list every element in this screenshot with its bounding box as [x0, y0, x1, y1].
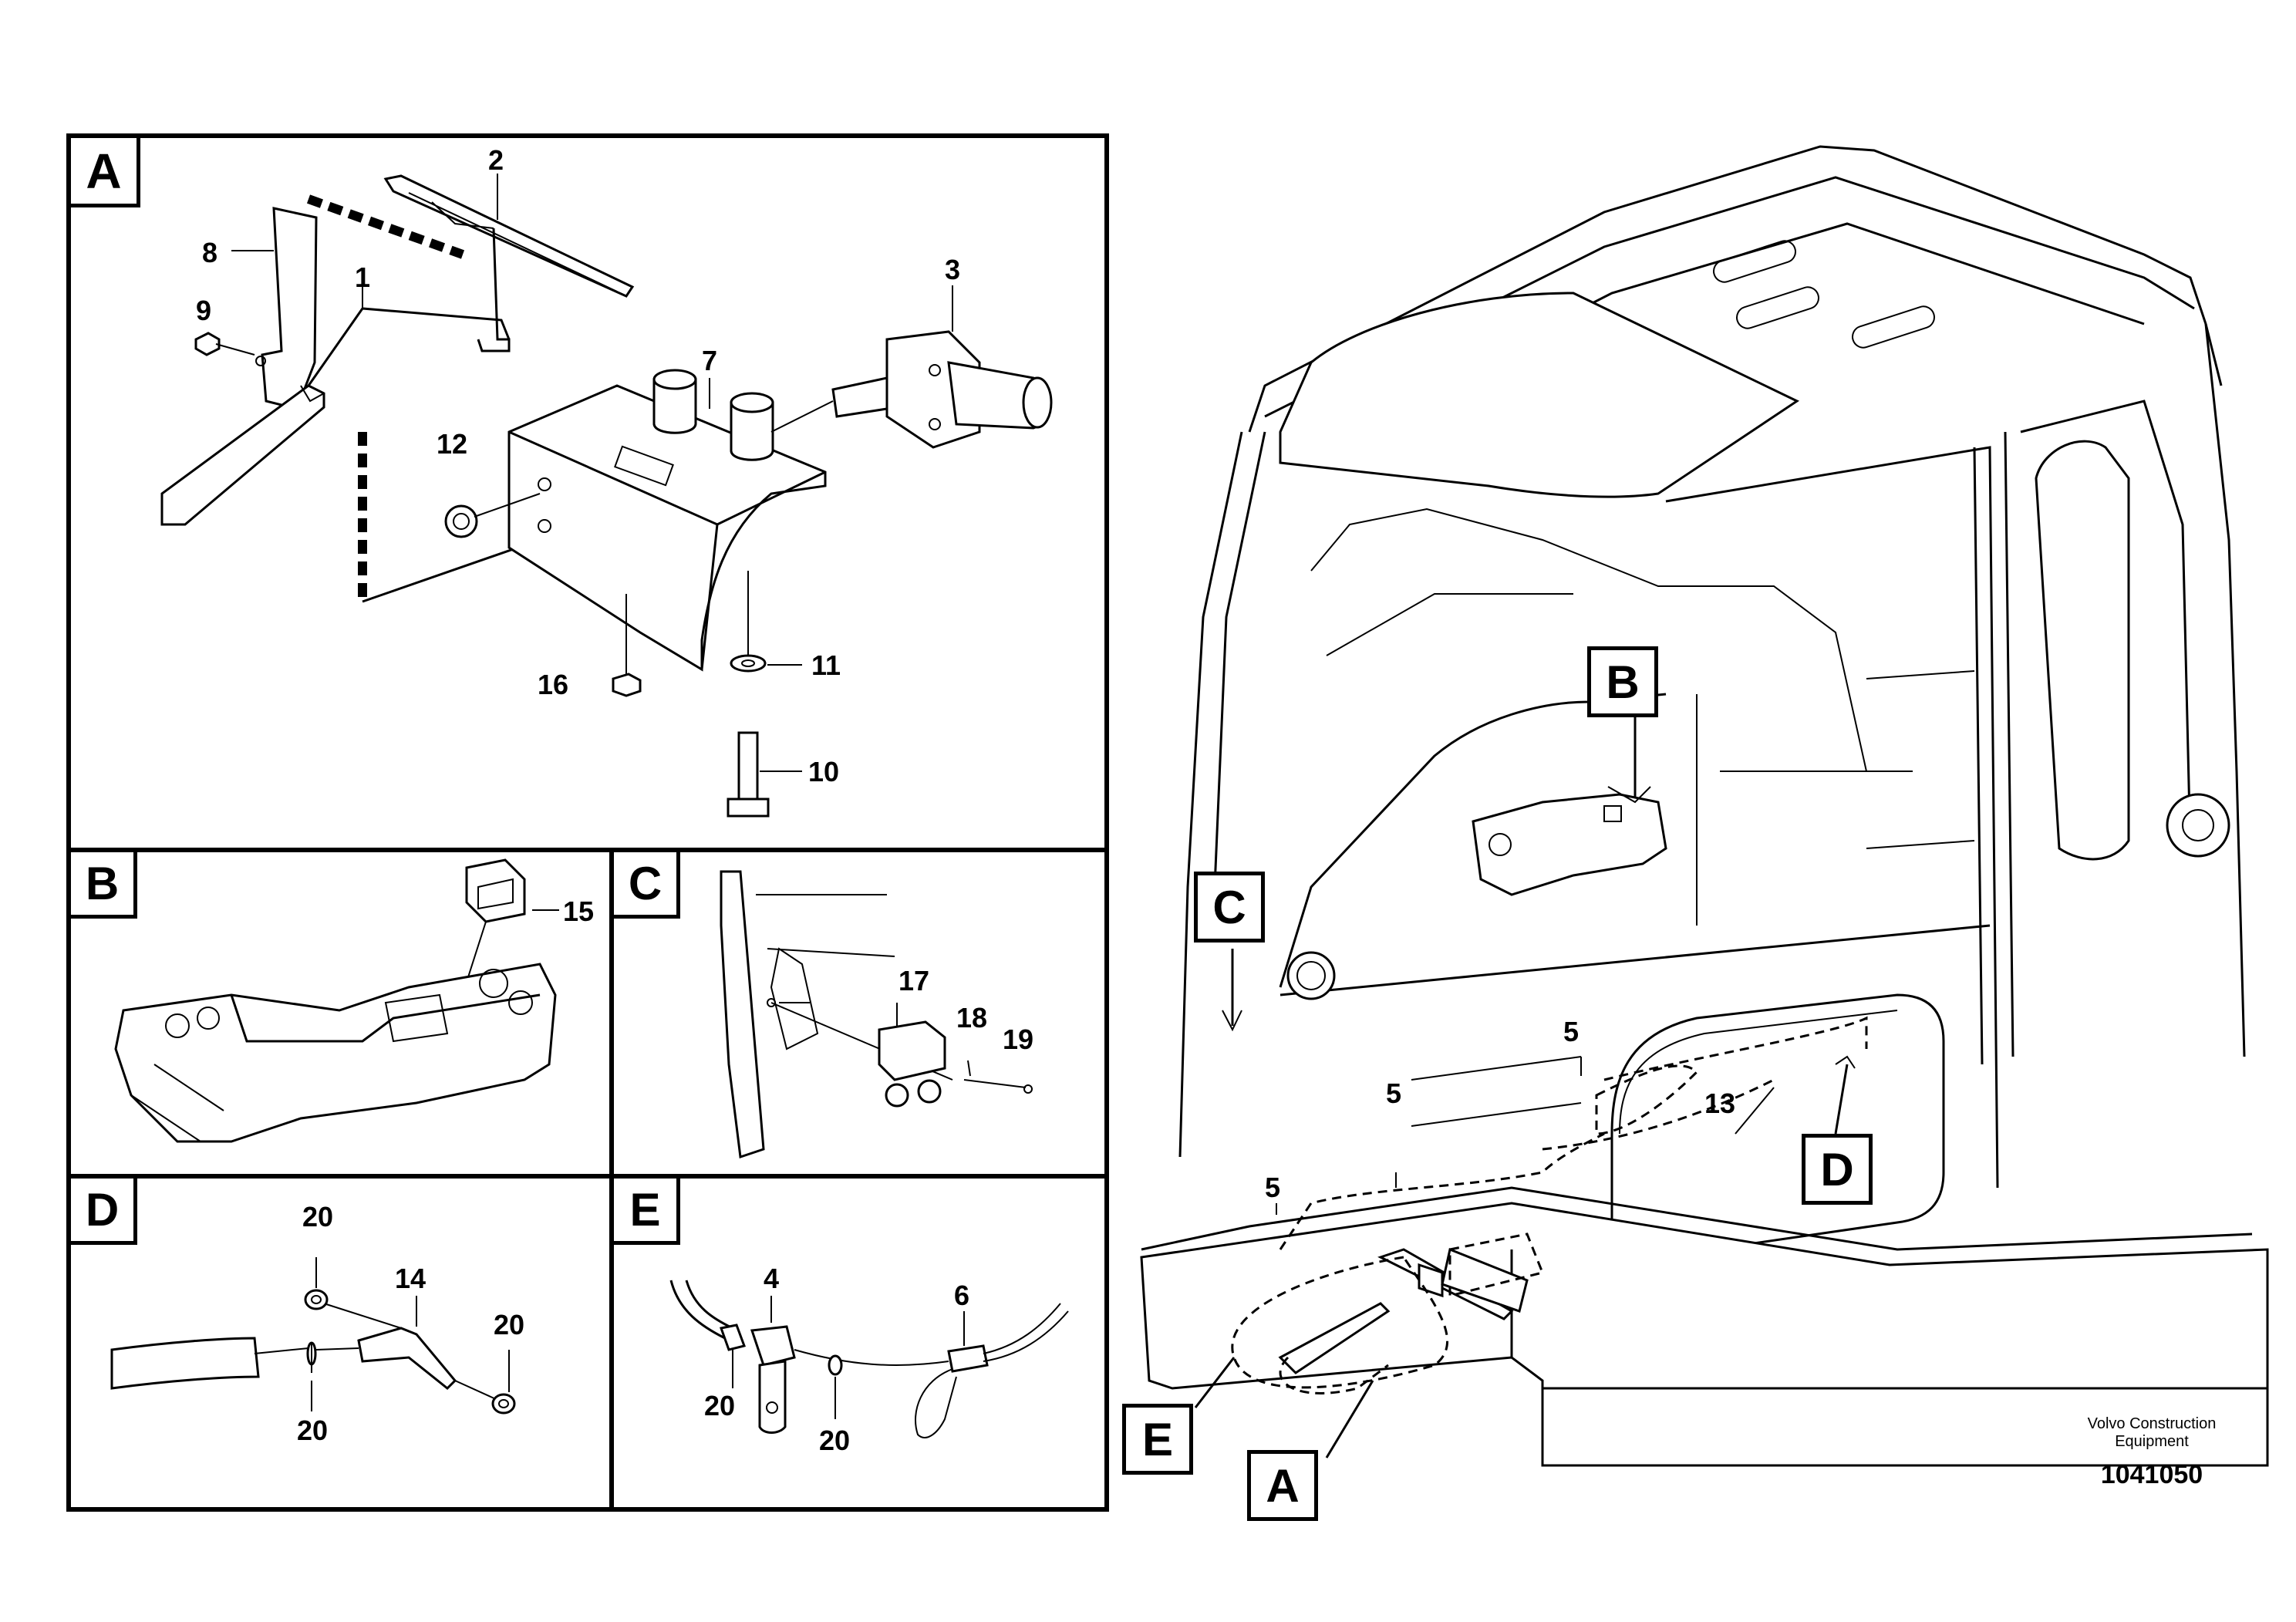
grommet-12	[444, 504, 478, 538]
overview-tag-a: A	[1247, 1450, 1318, 1521]
panel-a-tag: A	[71, 138, 140, 207]
panel-e-drawing	[669, 1280, 1069, 1438]
panel-d-tag: D	[71, 1179, 137, 1245]
panel-d-drawing	[110, 1257, 516, 1415]
washer-11	[730, 654, 767, 673]
clamp-20a	[304, 1289, 329, 1310]
part-label-3: 3	[945, 254, 961, 285]
brand-block: Volvo Construction Equipment 1041050	[2052, 1415, 2252, 1490]
roof-hatch	[1279, 292, 1800, 498]
connector-6	[947, 1344, 989, 1373]
part-label-7: 7	[702, 345, 718, 376]
part-label-20-right: 20	[494, 1309, 525, 1340]
part-label-19: 19	[1003, 1023, 1034, 1055]
part-label-20-left: 20	[704, 1390, 736, 1421]
part-label-2: 2	[488, 144, 504, 176]
panel-c-drawing	[720, 870, 1033, 1159]
cab-overview-drawing	[1140, 145, 2269, 1467]
switch-15	[465, 858, 526, 923]
door-armrest	[1472, 793, 1667, 896]
overview-tag-b: B	[1587, 646, 1658, 717]
overview-label-5-left: 5	[1265, 1172, 1281, 1203]
panel-b-tag: B	[71, 852, 137, 919]
overview-tag-e: E	[1122, 1404, 1193, 1475]
part-label-16: 16	[538, 669, 569, 700]
part-label-9: 9	[196, 295, 212, 326]
rear-window	[2035, 440, 2130, 861]
door-window	[1610, 993, 1945, 1259]
drawing-number: 1041050	[2100, 1460, 2203, 1489]
part-label-1: 1	[355, 261, 371, 293]
overview-label-5-mid: 5	[1386, 1077, 1402, 1109]
part-label-20-top: 20	[302, 1201, 334, 1233]
cover-overview	[1441, 1247, 1529, 1313]
part-label-20-right-e: 20	[819, 1425, 851, 1456]
part-label-8: 8	[202, 237, 218, 268]
overview-tag-c: C	[1194, 872, 1265, 943]
part-label-15: 15	[563, 895, 595, 927]
bolt-9	[194, 332, 221, 356]
part-label-18: 18	[956, 1002, 988, 1034]
panel-a-drawing	[160, 174, 1053, 818]
detail-panel-d: D	[66, 1174, 614, 1512]
tube-right	[730, 401, 774, 461]
clamp-20c	[491, 1393, 516, 1415]
part-label-4: 4	[764, 1263, 780, 1294]
clamp-20e	[828, 1354, 843, 1376]
armrest-panel	[114, 963, 557, 1143]
catch-17	[878, 1020, 946, 1081]
nozzle-14	[357, 1327, 457, 1391]
panel-c-tag: C	[614, 852, 680, 919]
part-label-14: 14	[395, 1263, 426, 1294]
overview-label-5-right: 5	[1563, 1016, 1580, 1047]
screw-16	[612, 673, 642, 697]
tube-left	[652, 378, 697, 434]
zone-e-outline	[1231, 1256, 1449, 1389]
bolt-10	[737, 731, 759, 801]
part-label-10: 10	[808, 756, 840, 787]
overview-label-13: 13	[1704, 1088, 1736, 1119]
hose	[110, 1337, 260, 1390]
clip-4	[750, 1325, 796, 1367]
part-label-11: 11	[811, 649, 841, 681]
bracket-8	[261, 207, 318, 410]
part-label-20-bottom: 20	[297, 1415, 329, 1446]
part-label-17: 17	[899, 965, 930, 996]
panel-b-drawing	[114, 858, 559, 1143]
brand-line-2: Equipment	[2115, 1433, 2189, 1450]
brand-line-1: Volvo Construction	[2087, 1415, 2217, 1432]
part-label-12: 12	[437, 428, 468, 460]
detail-panel-e: E	[609, 1174, 1109, 1512]
overview-tag-d: D	[1802, 1134, 1873, 1205]
part-label-6: 6	[954, 1280, 970, 1311]
wiper-arm-1	[160, 384, 325, 526]
wiper-blade	[383, 174, 635, 298]
panel-e-tag: E	[614, 1179, 680, 1245]
detail-panel-c: C	[609, 848, 1109, 1179]
